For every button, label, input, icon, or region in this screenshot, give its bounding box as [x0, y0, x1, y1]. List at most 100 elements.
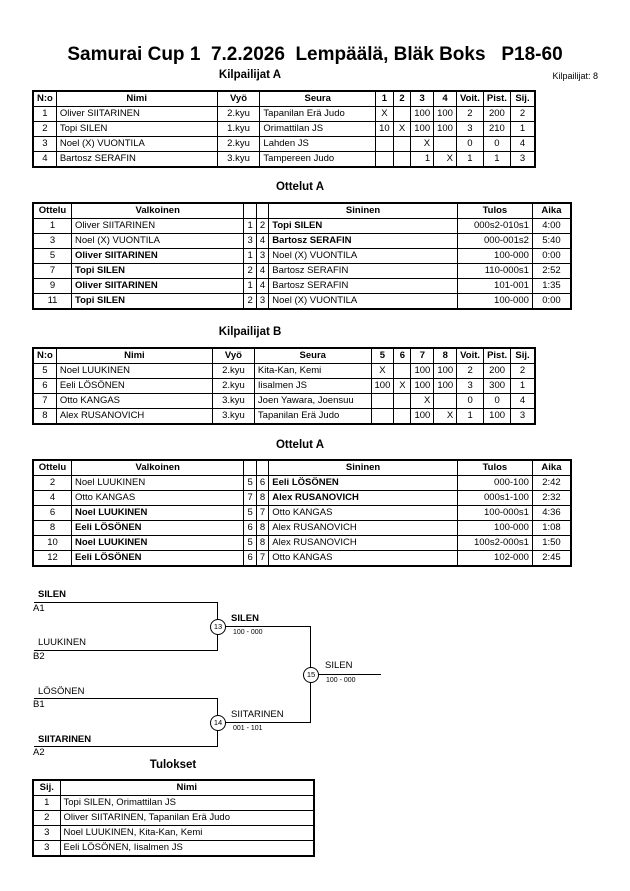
column-header: Voit. — [456, 347, 485, 364]
blue-competitor: Otto KANGAS — [268, 505, 458, 521]
belt-grade: 3.kyu — [211, 408, 255, 425]
match-result: 000s1-100 — [456, 490, 533, 506]
score-cell: X — [410, 136, 435, 152]
match-time: 4:00 — [531, 218, 572, 234]
blue-number: 6 — [255, 475, 270, 491]
competitor-name: Oliver SIITARINEN, Tapanilan Erä Judo — [59, 810, 315, 826]
bracket-sf2-top-seed: B1 — [33, 699, 45, 710]
competitor-name: Noel (X) VUONTILA — [55, 136, 218, 152]
placement: 3 — [509, 151, 536, 168]
column-header: Nimi — [55, 90, 218, 107]
match-time: 1:50 — [531, 535, 572, 551]
match-number: 6 — [32, 505, 73, 521]
match-time: 5:40 — [531, 233, 572, 249]
blue-competitor: Eeli LÖSÖNEN — [268, 475, 458, 491]
column-header-spacer — [255, 202, 270, 219]
wins: 1 — [455, 151, 484, 168]
white-number: 6 — [243, 550, 257, 567]
column-header: 5 — [370, 347, 395, 364]
column-header: 7 — [410, 347, 435, 364]
bracket-sf2-score: 001 - 101 — [233, 725, 263, 732]
placement: 2 — [32, 810, 61, 826]
competitor-name: Otto KANGAS — [55, 393, 213, 409]
match-number: 12 — [32, 550, 73, 567]
bracket-sf1-top-seed: A1 — [33, 603, 45, 614]
blue-number: 7 — [255, 550, 270, 567]
match-result: 000s2-010s1 — [456, 218, 533, 234]
score-cell: 100 — [410, 378, 435, 394]
competitor-number: 7 — [32, 393, 57, 409]
column-header: Voit. — [455, 90, 484, 107]
blue-number: 2 — [255, 218, 270, 234]
score-cell: 100 — [410, 121, 435, 137]
competitor-name: Topi SILEN — [55, 121, 218, 137]
match-number: 5 — [32, 248, 73, 264]
bracket-sf2-bottom-seed: A2 — [33, 747, 45, 758]
bracket-line — [225, 626, 310, 627]
score-cell — [433, 136, 457, 152]
white-competitor: Noel LUUKINEN — [71, 505, 245, 521]
score-cell: 100 — [410, 106, 435, 122]
score-cell — [374, 136, 394, 152]
bracket-sf1-winner: SILEN — [231, 613, 259, 624]
belt-grade: 2.kyu — [216, 106, 261, 122]
score-cell: X — [433, 408, 458, 425]
column-header: Sininen — [268, 202, 458, 219]
white-number: 3 — [243, 233, 257, 249]
white-competitor: Oliver SIITARINEN — [71, 278, 245, 294]
column-header: 8 — [433, 347, 458, 364]
club: Iisalmen JS — [253, 378, 372, 394]
match-result: 102-000 — [456, 550, 533, 567]
match-time: 2:52 — [531, 263, 572, 279]
column-header: Seura — [259, 90, 376, 107]
pool-b-heading: Kilpailijat B — [218, 326, 282, 338]
bracket-line — [318, 674, 381, 675]
column-header: Ottelu — [32, 202, 73, 219]
white-competitor: Noel LUUKINEN — [71, 475, 245, 491]
bracket-final-match-number: 15 — [303, 667, 319, 683]
white-competitor: Oliver SIITARINEN — [71, 218, 245, 234]
white-number: 7 — [243, 490, 257, 506]
score-cell: X — [410, 393, 435, 409]
blue-competitor: Noel (X) VUONTILA — [268, 293, 458, 310]
score-cell: X — [370, 363, 395, 379]
white-competitor: Noel LUUKINEN — [71, 535, 245, 551]
white-competitor: Oliver SIITARINEN — [71, 248, 245, 264]
blue-number: 4 — [255, 233, 270, 249]
match-time: 1:35 — [531, 278, 572, 294]
wins: 0 — [455, 136, 484, 152]
column-header: Valkoinen — [71, 202, 245, 219]
match-result: 100-000 — [456, 293, 533, 310]
blue-competitor: Bartosz SERAFIN — [268, 263, 458, 279]
blue-competitor: Alex RUSANOVICH — [268, 490, 458, 506]
column-header: Aika — [531, 202, 572, 219]
column-header: Sij. — [32, 779, 61, 796]
score-cell — [392, 106, 412, 122]
competitor-name: Eeli LÖSÖNEN — [55, 378, 213, 394]
page-title: Samurai Cup 1 7.2.2026 Lempäälä, Bläk Bo… — [67, 44, 563, 65]
score-cell: 100 — [433, 121, 457, 137]
column-header: N:o — [32, 90, 57, 107]
bracket-sf2-bottom-name: SIITARINEN — [38, 734, 92, 745]
white-competitor: Eeli LÖSÖNEN — [71, 520, 245, 536]
score-cell: X — [392, 121, 412, 137]
white-competitor: Topi SILEN — [71, 263, 245, 279]
match-number: 9 — [32, 278, 73, 294]
white-number: 6 — [243, 520, 257, 536]
column-header: 3 — [410, 90, 435, 107]
match-result: 101-001 — [456, 278, 533, 294]
match-result: 100-000 — [456, 248, 533, 264]
white-number: 1 — [243, 248, 257, 264]
blue-number: 4 — [255, 263, 270, 279]
score-cell — [392, 136, 412, 152]
score-cell: 1 — [410, 151, 435, 168]
club: Orimattilan JS — [259, 121, 376, 137]
